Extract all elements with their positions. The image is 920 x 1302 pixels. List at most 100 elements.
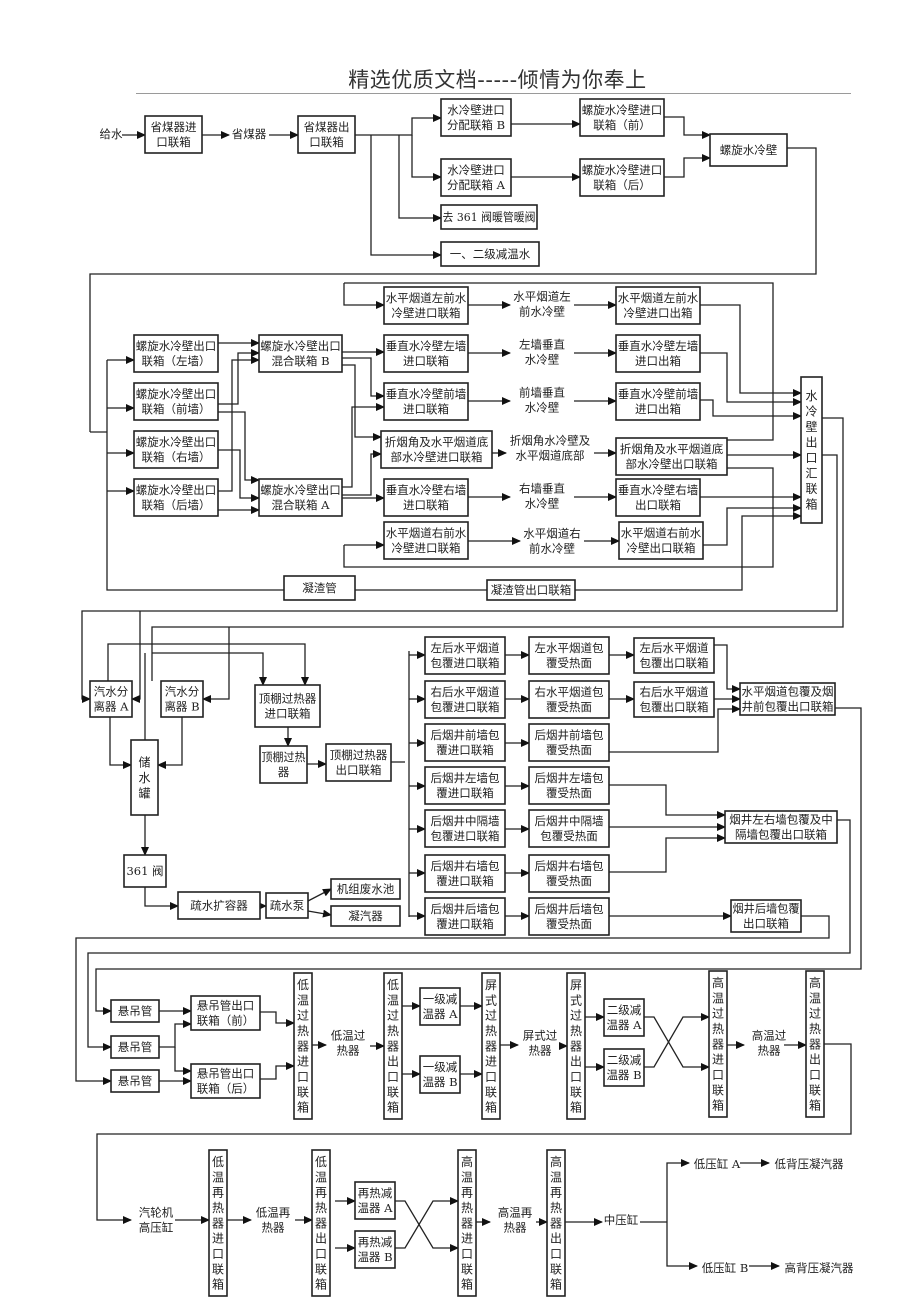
node-label-char: 口 <box>387 1070 399 1084</box>
flow-connector <box>89 147 817 432</box>
node-label-char: 口 <box>315 1247 327 1261</box>
flow-connector <box>342 364 382 441</box>
node-label: 热器 <box>758 1044 781 1058</box>
node-label-char: 汇 <box>805 467 817 481</box>
node-box <box>258 334 343 373</box>
node-label: 顶棚过热器 <box>259 692 317 706</box>
node-label: 低温再 <box>256 1206 291 1220</box>
node-label-char: 箱 <box>550 1277 562 1292</box>
node-box <box>615 382 701 421</box>
node-label-char: 箱 <box>387 1100 399 1115</box>
node-label: 离器 A <box>94 700 130 714</box>
flow-connector <box>700 352 802 406</box>
node-label: 前水冷壁 <box>529 542 575 556</box>
node-label: 后烟井前墙包 <box>535 728 604 742</box>
node-box <box>133 334 219 373</box>
node-label: 低温过 <box>331 1029 366 1043</box>
node-box <box>800 376 823 524</box>
node-label: 部水冷壁进口联箱 <box>391 450 483 464</box>
node-feedwater: 给水 <box>100 127 123 141</box>
node-label-char: 温 <box>212 1170 224 1184</box>
node-label: 进口联箱 <box>403 402 449 416</box>
node-box <box>805 970 825 1118</box>
node-label-char: 过 <box>485 1009 497 1023</box>
node-label-char: 口 <box>461 1247 473 1261</box>
node-box <box>528 766 610 805</box>
flow-connector <box>609 834 726 873</box>
node-label: 一、二级减温水 <box>450 247 531 261</box>
node-label: 汽水分 <box>165 685 200 699</box>
node-label-char: 壁 <box>805 419 817 434</box>
node-box <box>254 684 321 728</box>
node-label: 进口联箱 <box>265 707 311 721</box>
node-label: 包覆进口联箱 <box>431 829 500 843</box>
node-label-char: 出 <box>809 1053 821 1067</box>
node-label-char: 水 <box>138 771 150 785</box>
node-label: 冷壁出口联箱 <box>627 541 696 555</box>
flow-connector <box>307 888 332 902</box>
node-label-char: 联 <box>315 1262 327 1276</box>
node-box <box>440 204 538 230</box>
node-label: 后烟井左墙包 <box>535 771 604 785</box>
node-label-char: 箱 <box>297 1100 309 1115</box>
node-box <box>618 521 704 560</box>
node-label: 二级减 <box>607 1053 642 1067</box>
node-label-char: 低 <box>387 978 399 992</box>
node-label-char: 低 <box>315 1155 327 1169</box>
node-label-char: 器 <box>712 1037 724 1051</box>
node-box <box>123 854 167 888</box>
node-label: 左后水平烟道 <box>640 641 709 655</box>
node-label-char: 过 <box>570 1009 582 1023</box>
node-label: 螺旋水冷壁出口 <box>136 435 217 449</box>
node-label-char: 进 <box>461 1232 473 1246</box>
node-label: 右墙垂直 <box>519 482 565 496</box>
node-label-char: 箱 <box>212 1277 224 1292</box>
node-label: 螺旋水冷壁出口 <box>136 339 217 353</box>
node-label: 烟井后墙包覆 <box>733 902 800 916</box>
flow-connector <box>87 819 851 1051</box>
node-label: 螺旋水冷壁出口 <box>260 339 341 353</box>
flow-connector <box>218 356 260 492</box>
node-label: 覆进口联箱 <box>436 743 494 757</box>
node-label: 顶棚过热 <box>262 750 306 764</box>
node-label-char: 出 <box>570 1055 582 1069</box>
node-hanger-3: 悬吊管 <box>110 1069 160 1093</box>
node-label: 冷壁进口出箱 <box>624 306 693 320</box>
flow-connector <box>144 887 179 910</box>
node-label: 分配联箱 A <box>447 178 506 192</box>
node-label-char: 过 <box>297 1009 309 1023</box>
node-label: 联箱（后） <box>197 1082 255 1096</box>
node-label-char: 进 <box>212 1232 224 1246</box>
node-label: 螺旋水冷壁进口 <box>582 163 663 177</box>
node-label: 右水平烟道包 <box>535 685 604 699</box>
flow-connector <box>218 449 260 502</box>
node-box <box>633 681 715 718</box>
node-label-char: 器 <box>297 1039 309 1053</box>
flow-connector <box>609 784 726 819</box>
node-label: 包覆受热面 <box>540 829 598 843</box>
flow-connector <box>342 357 385 400</box>
node-box <box>419 1055 461 1094</box>
node-label-char: 进 <box>485 1055 497 1069</box>
node-label: 中压缸 <box>604 1213 639 1227</box>
node-label-char: 箱 <box>809 1098 821 1113</box>
node-label: 省煤器进 <box>151 120 197 134</box>
node-box <box>615 478 701 517</box>
node-label-char: 温 <box>315 1170 327 1184</box>
